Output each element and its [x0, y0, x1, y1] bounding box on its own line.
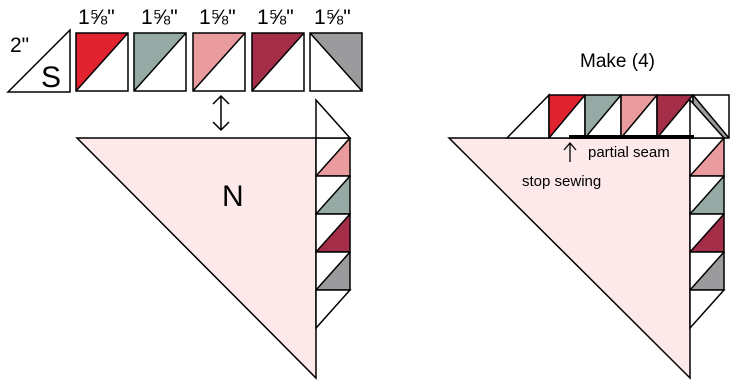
hst-size-label: 1⅝" — [257, 6, 294, 29]
side-hst-unit — [315, 213, 351, 253]
double-arrow-icon — [212, 94, 230, 132]
stop-sewing-label: stop sewing — [522, 173, 601, 190]
top-strip-unit — [548, 94, 586, 139]
side-tail-triangle — [689, 289, 726, 330]
n-piece: N — [75, 98, 352, 380]
hst-unit — [192, 32, 246, 92]
side-hst-unit — [689, 213, 725, 253]
side-hst-unit — [689, 175, 725, 215]
side-hst-column — [315, 98, 352, 330]
hst-unit — [309, 32, 363, 92]
hst-unit — [75, 32, 129, 92]
side-lead-triangle — [315, 98, 352, 139]
s-size-label: 2" — [10, 34, 29, 57]
s-triangle — [6, 28, 71, 93]
side-hst-unit — [315, 251, 351, 291]
hst-unit — [133, 32, 187, 92]
s-piece: 2" S — [6, 28, 71, 94]
hst-unit — [251, 32, 305, 92]
n-triangle — [75, 137, 317, 380]
side-hst-unit — [689, 251, 725, 291]
top-hst-strip — [505, 93, 730, 139]
side-hst-unit — [315, 137, 351, 177]
up-arrow-icon — [563, 142, 577, 162]
s-letter: S — [41, 61, 61, 94]
partial-seam-label: partial seam — [588, 144, 670, 161]
hst-size-label: 1⅝" — [199, 6, 236, 29]
top-strip-unit — [656, 94, 694, 139]
side-hst-unit — [689, 137, 725, 177]
hst-row: 1⅝" 1⅝" 1⅝" 1⅝" 1⅝" — [75, 6, 363, 92]
top-strip-unit — [620, 94, 658, 139]
side-tail-triangle — [315, 289, 352, 330]
hst-size-label: 1⅝" — [141, 6, 178, 29]
hst-size-label: 1⅝" — [314, 6, 351, 29]
side-lead-triangle — [689, 98, 726, 139]
make-label: Make (4) — [580, 51, 655, 72]
top-strip-unit — [584, 94, 622, 139]
result-assembly: Make (4) partial seam stop sewing — [447, 51, 730, 380]
hst-size-label: 1⅝" — [78, 6, 115, 29]
n-letter: N — [222, 180, 244, 213]
side-hst-unit — [315, 175, 351, 215]
right-hst-column — [689, 98, 726, 330]
